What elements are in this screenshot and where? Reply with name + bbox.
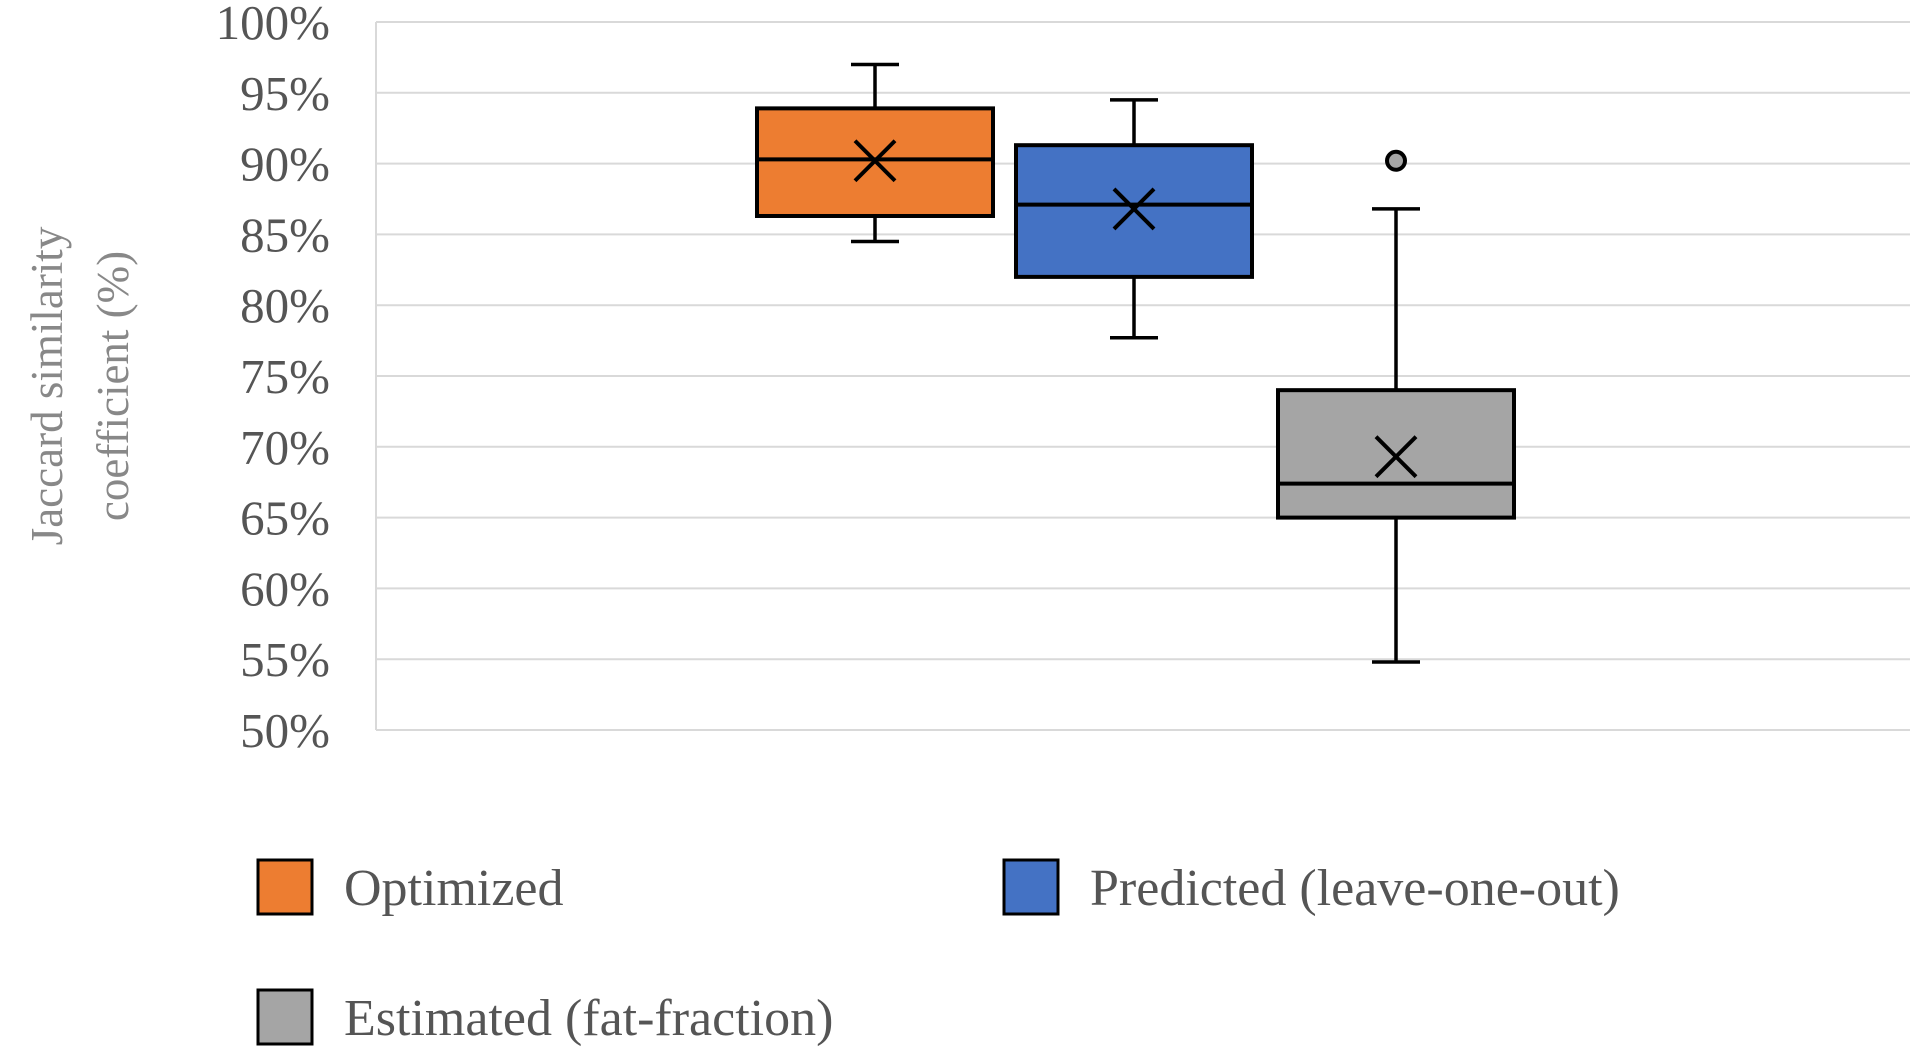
legend-swatch <box>1002 858 1060 916</box>
y-tick-label: 95% <box>240 66 330 121</box>
gridlines <box>375 21 1910 731</box>
y-tick-label: 80% <box>240 278 330 333</box>
y-axis-title-line-2: coefficient (%) <box>88 251 138 521</box>
interquartile-box <box>1276 388 1516 520</box>
y-tick-label: 85% <box>240 207 330 262</box>
y-tick-label: 55% <box>240 632 330 687</box>
boxes <box>755 62 1516 664</box>
legend-label: Optimized <box>344 860 564 917</box>
legend-item-2: Predicted (leave-one-out) <box>1002 858 1620 917</box>
legend: Optimized Predicted (leave-one-out) Estima… <box>256 858 1620 1047</box>
y-tick-label: 60% <box>240 561 330 616</box>
y-tick-label: 100% <box>216 0 330 50</box>
legend-label: Predicted (leave-one-out) <box>1090 860 1620 917</box>
y-tick-label: 50% <box>240 703 330 758</box>
legend-item-1: Optimized <box>256 858 564 917</box>
legend-label: Estimated (fat-fraction) <box>344 990 833 1047</box>
y-tick-label: 70% <box>240 420 330 475</box>
box-2 <box>1014 98 1254 340</box>
y-axis-title-line-1: Jaccard similarity <box>22 226 72 545</box>
legend-swatch <box>256 988 314 1046</box>
box-3 <box>1276 149 1516 664</box>
mean-marker-stroke-b <box>1112 187 1156 231</box>
y-tick-label: 75% <box>240 349 330 404</box>
legend-item-3: Estimated (fat-fraction) <box>256 988 833 1047</box>
box-1 <box>755 62 995 244</box>
legend-swatch <box>256 858 314 916</box>
y-axis-tick-labels: 50% 55% 60% 65% 70% 75% 80% 85% 90% 95% 100% <box>216 0 330 758</box>
mean-marker-stroke-b <box>1374 435 1418 479</box>
mean-marker-stroke-b <box>853 139 897 183</box>
y-tick-label: 90% <box>240 137 330 192</box>
outlier-point <box>1385 149 1407 172</box>
y-tick-label: 65% <box>240 491 330 546</box>
y-axis-title: Jaccard similarity coefficient (%) <box>22 226 138 545</box>
